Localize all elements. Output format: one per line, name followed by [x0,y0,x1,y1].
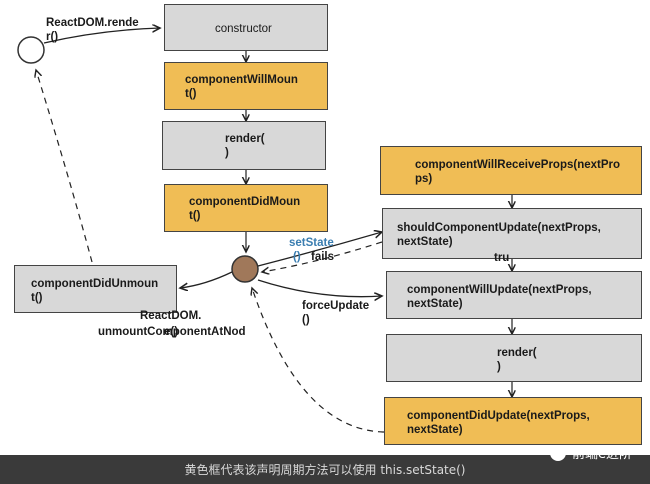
should-component-update-box: shouldComponentUpdate(nextProps, nextSta… [382,208,642,259]
setstate-line1: setState [289,237,334,249]
should-component-update-line1: shouldComponentUpdate(nextProps, [397,222,601,234]
setstate-line2: () [293,251,301,263]
fails-text: fails [311,251,335,263]
render-left-line1: render( [225,133,265,145]
component-will-mount-line2: t() [185,88,197,100]
forceupdate-arrow [257,279,382,297]
reactdom-render-line1: ReactDOM.rende [46,17,139,29]
start-circle [17,36,45,64]
component-did-mount-line2: t() [189,210,201,222]
forceupdate-line1: forceUpdate [302,300,370,312]
render-right-box: render( ) [386,334,642,382]
unmount-line2: unmountComponentAtNod [98,326,246,338]
true-label: tru [494,251,509,265]
caption-text: 黄色框代表该声明周期方法可以使用 this.setState() [184,463,466,477]
watermark-text: 前端e进阶 [572,447,632,462]
constructor-label: constructor [215,23,272,35]
forceupdate-label: forceUpdate () [302,299,369,327]
component-will-update-line1: componentWillUpdate(nextProps, [407,284,592,296]
unmount-line3: e() [164,326,179,338]
component-will-update-line2: nextState) [407,298,463,310]
dashed-unmount-to-start [36,70,93,263]
state-circle [231,255,259,283]
component-will-mount-box: componentWillMoun t() [164,62,328,110]
component-did-unmount-box: componentDidUnmoun t() [14,265,177,313]
caption-bar: 黄色框代表该声明周期方法可以使用 this.setState() [0,455,650,484]
fails-dashed-arrow [262,241,383,272]
component-did-unmount-line2: t() [31,292,43,304]
component-will-receive-props-line2: ps) [415,173,433,185]
component-did-update-box: componentDidUpdate(nextProps, nextState) [384,397,642,445]
render-right-line1: render( [497,347,537,359]
watermark: 前端e进阶 [550,443,632,462]
fails-label: fails [311,250,334,264]
should-component-update-line2: nextState) [397,236,453,248]
component-did-update-line2: nextState) [407,424,463,436]
component-did-update-line1: componentDidUpdate(nextProps, [407,410,590,422]
component-did-mount-line1: componentDidMoun [189,196,301,208]
reactdom-render-line2: r() [46,31,59,43]
component-will-receive-props-line1: componentWillReceiveProps(nextPro [415,159,621,171]
reactdom-render-label: ReactDOM.rende r() [46,16,139,44]
render-right-line2: ) [497,361,501,373]
constructor-box: constructor [164,4,328,51]
render-arrow [43,28,160,44]
setstate-arrow [257,232,382,267]
setstate-label: setState () [289,236,334,264]
component-did-unmount-line1: componentDidUnmoun [31,278,159,290]
component-did-mount-box: componentDidMoun t() [164,184,328,232]
wechat-icon [550,444,566,461]
forceupdate-line2: () [302,314,310,326]
component-will-mount-line1: componentWillMoun [185,74,298,86]
unmount-label: ReactDOM. unmountComponentAtNod e() [98,309,248,339]
render-left-line2: ) [225,147,229,159]
true-text: tru [494,252,510,264]
unmount-arrow [180,271,233,288]
component-will-update-box: componentWillUpdate(nextProps, nextState… [386,271,642,319]
render-left-box: render( ) [162,121,326,170]
unmount-line1: ReactDOM. [140,310,202,322]
component-will-receive-props-box: componentWillReceiveProps(nextPro ps) [380,146,642,195]
